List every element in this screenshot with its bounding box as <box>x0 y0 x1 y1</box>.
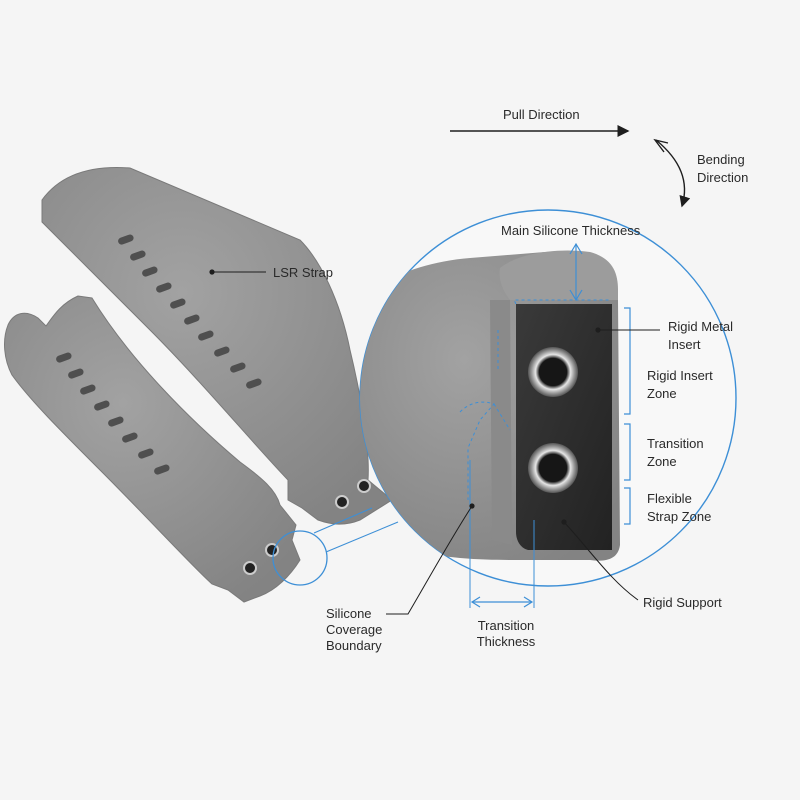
label-transition-thickness-line2: Thickness <box>476 634 536 649</box>
strap-pin-holes <box>243 479 371 575</box>
silicone-coverage-boundary-line <box>459 401 511 500</box>
bending-direction-arrow <box>655 139 691 208</box>
label-transition-thickness-line1: Transition <box>477 618 535 633</box>
upper-strap <box>41 167 393 525</box>
label-main-silicone-thickness: Main Silicone Thickness <box>501 223 641 238</box>
label-silicone-coverage-boundary-line1: Silicone <box>326 606 372 621</box>
label-rigid-insert-zone-line1: Rigid Insert <box>647 368 713 383</box>
label-silicone-coverage-boundary-line2: Coverage <box>326 622 383 637</box>
label-rigid-metal-insert-line2: Insert <box>668 337 701 352</box>
label-lsr-strap: LSR Strap <box>273 265 333 280</box>
label-flexible-strap-zone-line2: Strap Zone <box>647 509 712 524</box>
detail-callout-connector-2 <box>313 507 373 534</box>
leader-dots <box>209 269 601 525</box>
strap-slots <box>56 234 262 475</box>
label-rigid-support: Rigid Support <box>643 595 722 610</box>
label-pull-direction: Pull Direction <box>503 107 580 122</box>
label-rigid-metal-insert-line1: Rigid Metal <box>668 319 734 334</box>
label-transition-zone-line2: Zone <box>647 454 677 469</box>
zone-brackets <box>624 307 631 525</box>
label-silicone-coverage-boundary-line3: Boundary <box>326 638 382 653</box>
detail-callout-connector-1 <box>325 521 399 553</box>
label-transition-zone-line1: Transition <box>647 436 704 451</box>
label-rigid-insert-zone-line2: Zone <box>647 386 677 401</box>
leader-lines <box>212 271 660 615</box>
label-bending-direction-line1: Bending <box>697 152 745 167</box>
detail-callout-small <box>272 530 328 586</box>
label-flexible-strap-zone-line1: Flexible <box>647 491 692 506</box>
magnified-end-piece <box>360 250 620 561</box>
label-bending-direction-line2: Direction <box>697 170 749 185</box>
